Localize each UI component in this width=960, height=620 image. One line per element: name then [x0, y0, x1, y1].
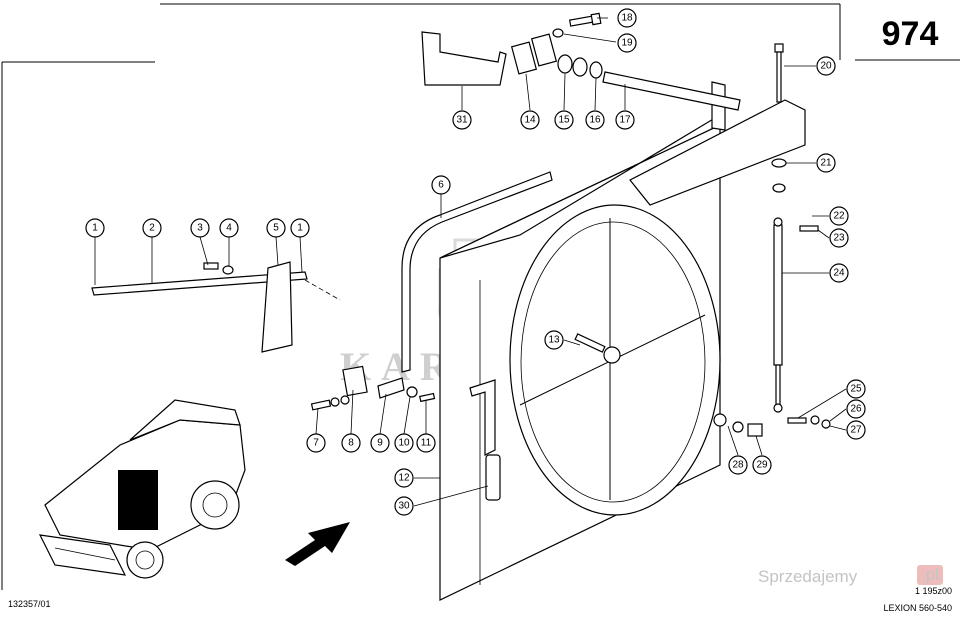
svg-text:23: 23 [833, 233, 845, 244]
callout-4: 4 [219, 218, 239, 238]
callout-21: 21 [816, 153, 836, 173]
callout-5: 5 [266, 218, 286, 238]
svg-text:13: 13 [548, 335, 560, 346]
hardware-7-11 [310, 365, 436, 411]
svg-text:17: 17 [619, 115, 631, 126]
svg-text:22: 22 [833, 211, 845, 222]
callout-19: 19 [617, 33, 637, 53]
site-logo: Sprzedajemy .pl [758, 565, 943, 586]
callout-20: 20 [816, 56, 836, 76]
callout-28: 28 [728, 455, 748, 475]
svg-text:18: 18 [621, 13, 633, 24]
svg-text:24: 24 [833, 268, 845, 279]
direction-arrow-icon [285, 522, 350, 566]
revision-code: 1 195z00 [915, 586, 952, 596]
svg-text:1: 1 [92, 223, 98, 234]
svg-text:19: 19 [621, 38, 633, 49]
callout-25: 25 [846, 379, 866, 399]
svg-text:11: 11 [421, 438, 432, 449]
svg-text:21: 21 [820, 158, 832, 169]
ring-15b [572, 57, 588, 77]
svg-text:7: 7 [313, 438, 319, 449]
site-logo-text: Sprzedajemy [758, 567, 858, 586]
latch-plate [469, 379, 501, 501]
bolt-20 [771, 43, 787, 193]
svg-text:3: 3 [197, 223, 203, 234]
callout-8: 8 [341, 433, 361, 453]
callout-12: 12 [394, 468, 414, 488]
bolt-13 [574, 333, 606, 353]
callout-23: 23 [829, 228, 849, 248]
svg-text:26: 26 [850, 404, 862, 415]
combine-harvester-icon [38, 399, 246, 579]
circlip-16 [589, 61, 603, 79]
callout-7: 7 [306, 433, 326, 453]
callout-9: 9 [370, 433, 390, 453]
fan-ring [509, 204, 721, 516]
svg-text:10: 10 [398, 438, 410, 449]
hardware-25-29 [713, 225, 831, 437]
top-crossbar [602, 71, 806, 206]
callout-14: 14 [520, 110, 540, 130]
page-number: 974 [882, 15, 939, 53]
bracket-31 [421, 31, 507, 86]
svg-text:12: 12 [398, 473, 410, 484]
callout-31: 31 [452, 110, 472, 130]
leader-lines [94, 17, 847, 507]
callout-24: 24 [829, 263, 849, 283]
svg-text:31: 31 [456, 115, 468, 126]
svg-text:5: 5 [273, 223, 279, 234]
svg-text:8: 8 [348, 438, 354, 449]
ring-15 [557, 54, 573, 74]
svg-text:15: 15 [558, 115, 570, 126]
svg-text:4: 4 [226, 223, 232, 234]
svg-text:1: 1 [297, 223, 303, 234]
rod-assembly [91, 261, 341, 353]
svg-text:14: 14 [524, 115, 536, 126]
callout-17: 17 [615, 110, 635, 130]
svg-text:28: 28 [732, 460, 744, 471]
callout-27: 27 [846, 420, 866, 440]
callout-18: 18 [617, 8, 637, 28]
bolt-18 [552, 12, 602, 38]
callout-26: 26 [846, 399, 866, 419]
svg-text:30: 30 [398, 501, 410, 512]
callout-1: 1 [85, 218, 105, 238]
gas-strut [773, 217, 783, 413]
callout-11: 11 [416, 433, 436, 453]
model-name: LEXION 560-540 [883, 603, 952, 613]
svg-text:16: 16 [589, 115, 601, 126]
callout-10: 10 [394, 433, 414, 453]
svg-text:2: 2 [149, 223, 155, 234]
callout-29: 29 [752, 455, 772, 475]
seal-strip [401, 171, 553, 373]
callout-2: 2 [142, 218, 162, 238]
callout-15: 15 [554, 110, 574, 130]
svg-text:9: 9 [377, 438, 383, 449]
callout-1b: 1 [290, 218, 310, 238]
drawing-code: 132357/01 [8, 599, 51, 609]
callout-16: 16 [585, 110, 605, 130]
callout-6: 6 [431, 175, 451, 195]
callout-13: 13 [544, 330, 564, 350]
callout-30: 30 [394, 496, 414, 516]
svg-text:25: 25 [850, 384, 862, 395]
svg-text:27: 27 [850, 425, 862, 436]
callout-22: 22 [829, 206, 849, 226]
svg-text:20: 20 [820, 61, 832, 72]
clamp-14 [510, 33, 558, 75]
svg-text:6: 6 [438, 180, 444, 191]
callouts: 1 2 3 4 5 1 6 7 8 9 10 11 12 13 14 15 16… [85, 8, 866, 516]
svg-text:29: 29 [756, 460, 768, 471]
site-logo-suffix: .pl [921, 565, 939, 584]
callout-3: 3 [190, 218, 210, 238]
drawing-frame [1, 3, 960, 590]
